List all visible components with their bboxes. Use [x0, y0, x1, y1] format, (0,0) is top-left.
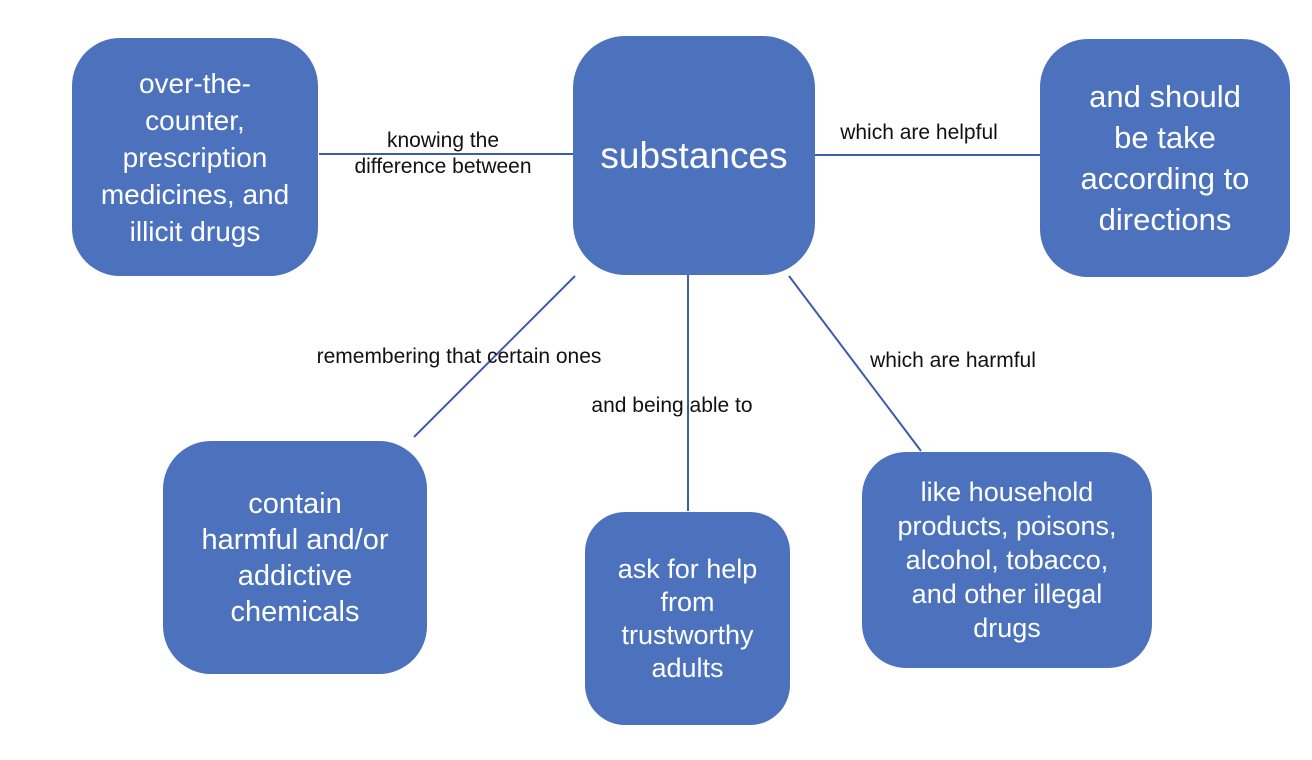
node-harmful-chemicals-label: contain harmful and/or addictive chemica…: [201, 487, 389, 628]
node-drug-types-label: over-the- counter, prescription medicine…: [100, 67, 290, 247]
node-ask-for-help: ask for help from trustworthy adults: [585, 512, 790, 725]
edge-label-remembering: remembering that certain ones: [316, 345, 602, 368]
edge-line-remembering: [413, 275, 576, 438]
node-substances: substances: [573, 36, 815, 275]
node-helpful-directions-label: and should be take according to directio…: [1080, 79, 1250, 237]
edge-label-which-are-helpful: which are helpful: [840, 121, 998, 144]
edge-label-being-able-to: and being able to: [591, 394, 753, 417]
node-harmful-examples-label: like household products, poisons, alcoho…: [897, 477, 1117, 643]
edge-label-which-are-harmful: which are harmful: [870, 349, 1036, 372]
node-drug-types: over-the- counter, prescription medicine…: [72, 38, 318, 276]
edge-line-which-are-harmful: [788, 275, 922, 452]
node-helpful-directions: and should be take according to directio…: [1040, 39, 1290, 277]
node-harmful-chemicals: contain harmful and/or addictive chemica…: [163, 441, 427, 674]
node-harmful-examples: like household products, poisons, alcoho…: [862, 452, 1152, 668]
node-substances-label: substances: [600, 134, 788, 176]
edge-label-difference-between: knowing the difference between: [354, 129, 532, 178]
node-ask-for-help-label: ask for help from trustworthy adults: [617, 553, 758, 683]
